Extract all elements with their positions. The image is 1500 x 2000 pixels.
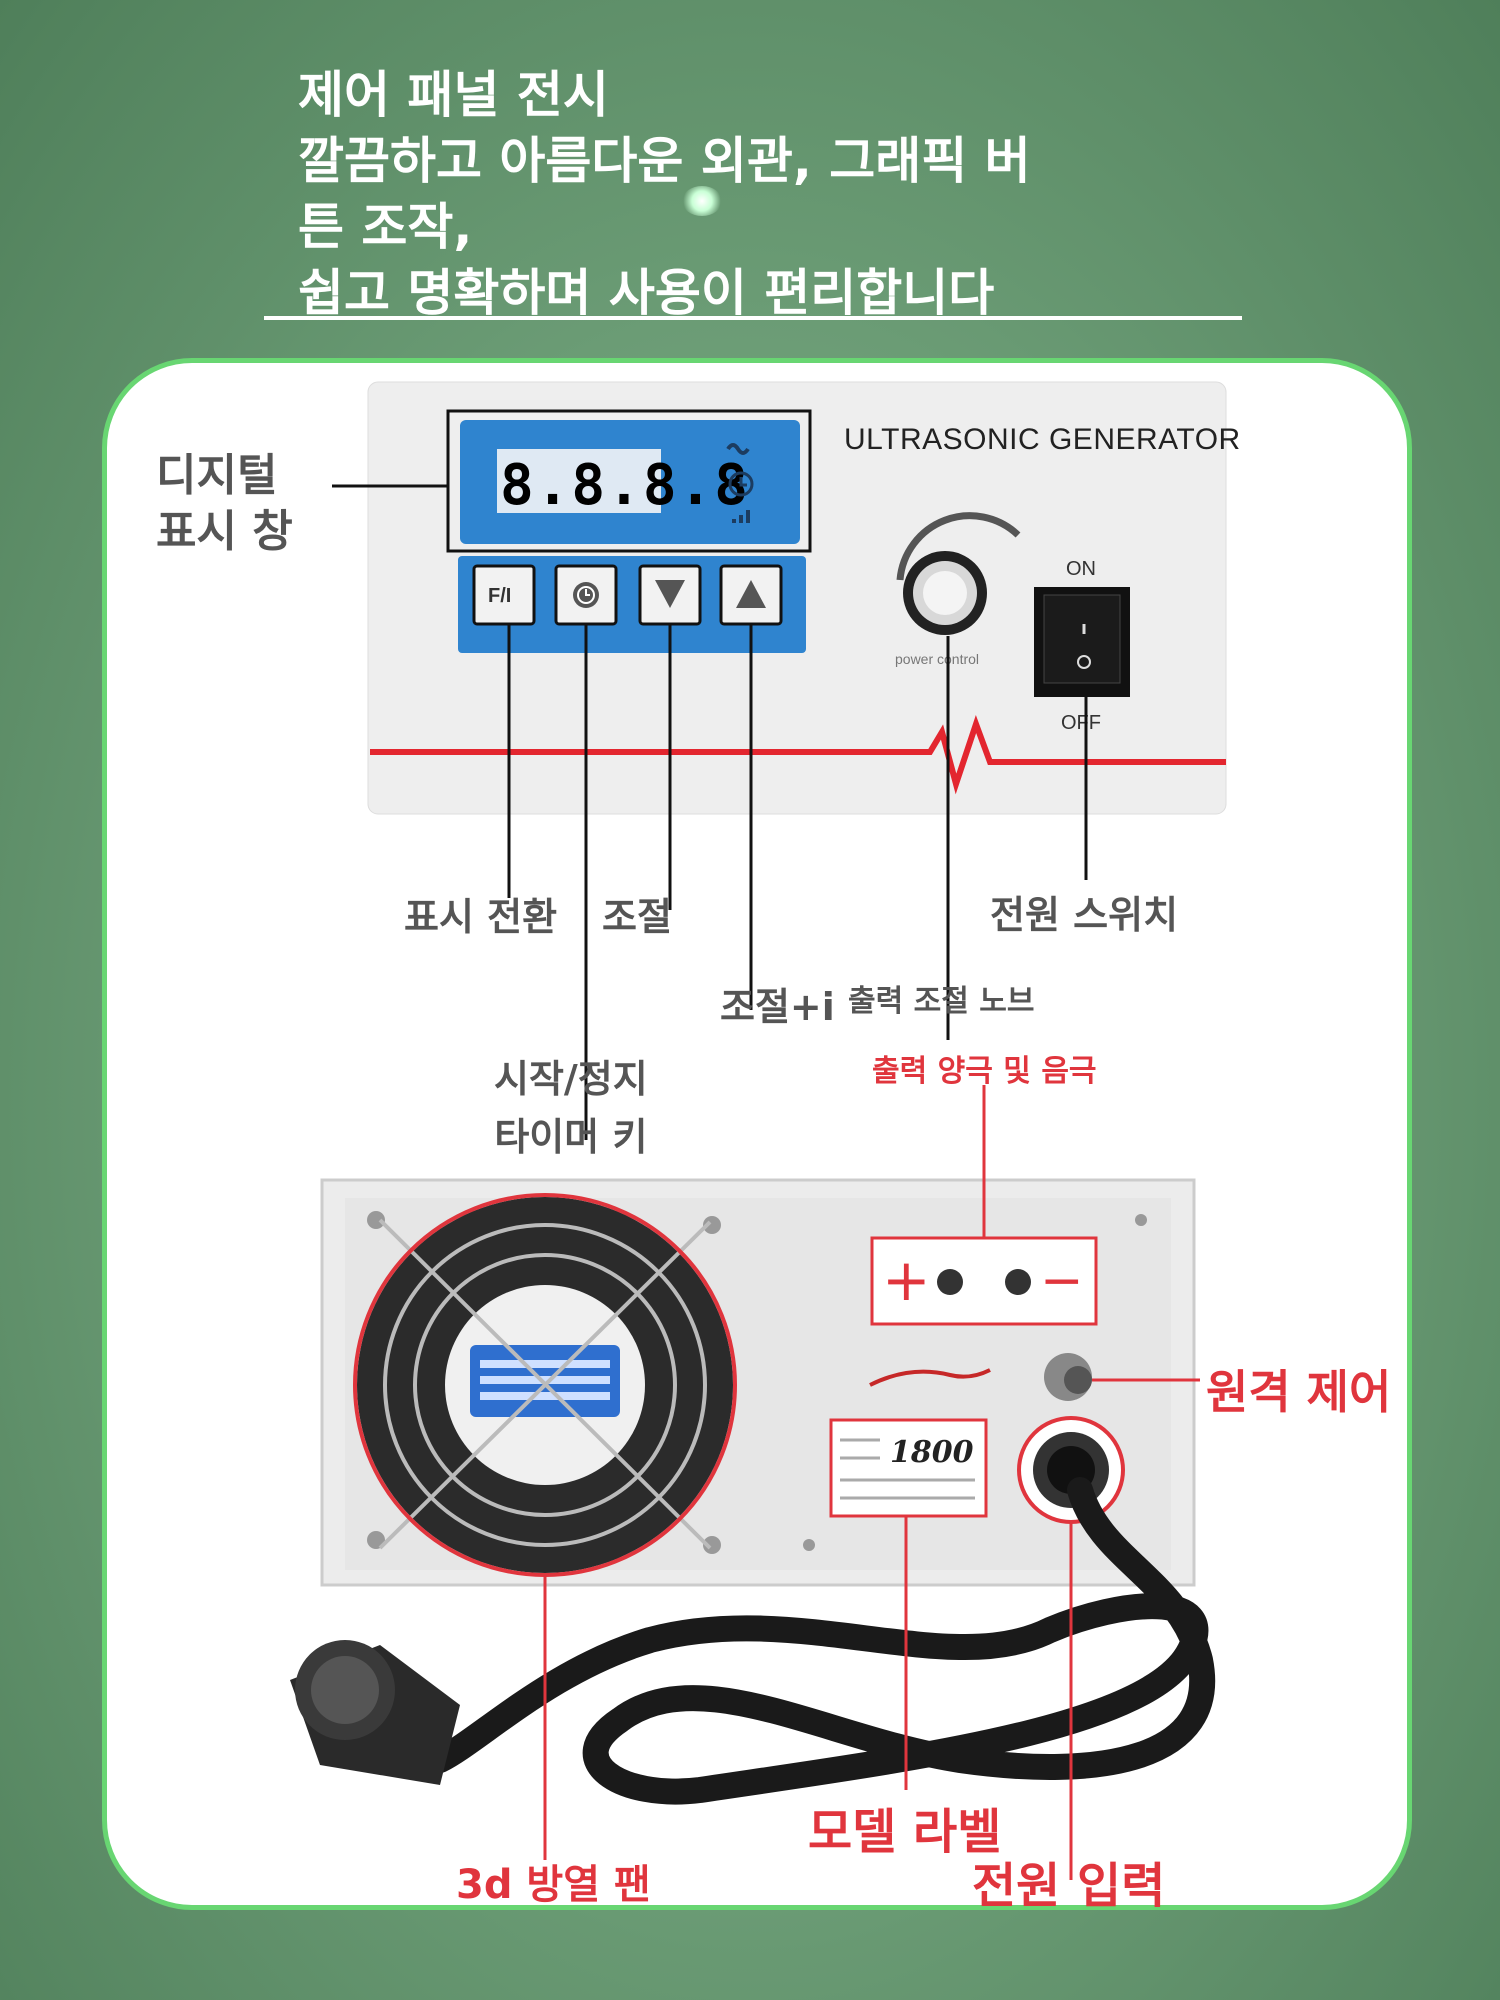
power-input-socket (1017, 1416, 1125, 1524)
callout-display-switch: 표시 전환 (404, 895, 558, 939)
power-cord (427, 1477, 1215, 1805)
svg-text:+: + (882, 1246, 931, 1314)
headline-line-1: 제어 패널 전시 (298, 66, 609, 124)
start-stop-key[interactable] (554, 564, 618, 626)
signal-bars-icon (732, 510, 750, 523)
heartbeat-line (370, 714, 1226, 795)
callout-power-switch: 전원 스위치 (990, 893, 1179, 937)
knob-caption: power control (895, 651, 979, 667)
svg-text:OFF: OFF (1061, 712, 1101, 734)
power-control-knob[interactable] (896, 512, 1021, 635)
clock-icon (728, 471, 754, 497)
headline-line-4: 쉽고 명확하며 사용이 편리합니다 (298, 264, 995, 322)
callout-power-input: 전원 입력 (972, 1858, 1166, 1914)
screw (367, 1531, 385, 1549)
callout-digital-display: 디지털 표시 창 (156, 450, 293, 557)
power-switch[interactable]: ON OFF (1034, 558, 1130, 734)
wave-icon (726, 443, 750, 455)
up-key[interactable] (719, 564, 783, 626)
headline-line-3: 튼 조작, (298, 198, 473, 256)
callout-model-label: 모델 라벨 (808, 1804, 1002, 1860)
callout-adjust-up: 조절+i (720, 985, 835, 1029)
callout-start-stop-timer: 시작/정지 타이머 키 (494, 1057, 648, 1159)
segment-digits: 8.8.8.8 (500, 453, 750, 518)
screw (1135, 1214, 1147, 1226)
model-label-sticker: 1800 (829, 1418, 988, 1518)
remote-connector (869, 1353, 1092, 1401)
headline: 제어 패널 전시 깔끔하고 아름다운 외관, 그래픽 버 튼 조작, 쉽고 명확… (298, 62, 1298, 326)
segment-screen (497, 449, 661, 513)
power-plug (290, 1640, 460, 1785)
display-frame (446, 409, 812, 553)
fi-key[interactable]: F/I (472, 564, 536, 626)
screw (367, 1211, 385, 1229)
screw (703, 1536, 721, 1554)
screw (803, 1539, 815, 1551)
callout-adjust-down: 조절 (602, 895, 672, 939)
down-key[interactable] (638, 564, 702, 626)
svg-text:ON: ON (1066, 558, 1096, 580)
headline-line-2: 깔끔하고 아름다운 외관, 그래픽 버 (298, 132, 1031, 190)
light-glare (682, 186, 722, 216)
keypad-strip (458, 556, 806, 653)
panel-title: ULTRASONIC GENERATOR (844, 423, 1241, 456)
svg-text:F/I: F/I (488, 585, 511, 607)
screw (703, 1216, 721, 1234)
callout-remote-control: 원격 제어 (1206, 1365, 1392, 1419)
svg-text:−: − (1040, 1251, 1084, 1311)
callout-cooling-fan: 3d 방열 팬 (456, 1862, 651, 1908)
headline-divider (264, 316, 1242, 320)
svg-text:1800: 1800 (890, 1435, 974, 1470)
callout-output-terminals: 출력 양극 및 음극 (872, 1054, 1097, 1089)
callout-power-knob: 출력 조절 노브 (848, 984, 1035, 1019)
cooling-fan (353, 1193, 737, 1577)
output-terminals: + − (870, 1236, 1098, 1326)
